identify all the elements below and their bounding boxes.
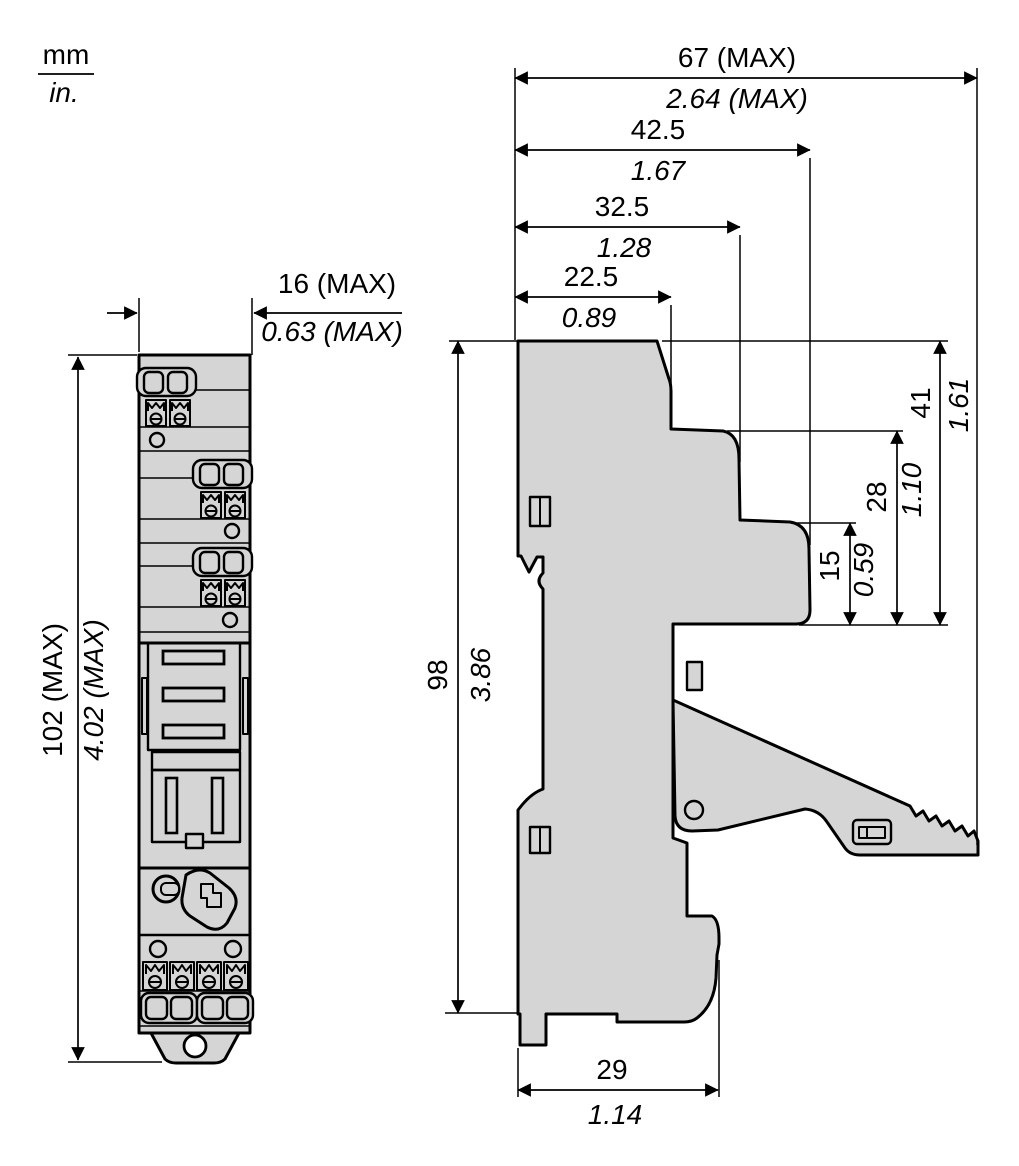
clamp-terminal <box>200 491 222 519</box>
dim-label-mm: 15 <box>814 550 845 581</box>
front-view <box>135 353 255 1065</box>
dim-base-width: 29 1.14 <box>517 1054 719 1130</box>
clamp-terminal <box>196 961 222 991</box>
dim-label-mm: 29 <box>596 1054 627 1085</box>
dim-28: 28 1.10 <box>861 430 927 626</box>
lock-lever-shape <box>180 868 238 931</box>
side-body <box>516 339 812 1047</box>
dim-side-height: 98 3.86 <box>422 340 496 1014</box>
relay-window <box>141 641 249 850</box>
lock-section <box>151 868 238 931</box>
units-legend: mm in. <box>38 39 94 108</box>
dim-label-mm: 16 (MAX) <box>278 268 396 299</box>
units-in-label: in. <box>49 77 79 108</box>
clamp-terminal <box>145 399 167 427</box>
dim-label-mm: 67 (MAX) <box>678 42 796 73</box>
dim-label-in: 3.86 <box>465 647 496 702</box>
dim-label-in: 0.89 <box>562 302 617 333</box>
label-slot <box>161 686 226 703</box>
dim-41: 41 1.61 <box>905 340 974 626</box>
lever-button <box>225 995 250 1021</box>
clamp-terminal <box>169 399 191 427</box>
dim-42-5: 42.5 1.67 <box>514 114 811 186</box>
keyhole-slot <box>160 882 180 896</box>
clamp-terminal <box>224 491 246 519</box>
lever-button <box>144 995 169 1021</box>
lever-button <box>200 995 225 1021</box>
dim-label-mm: 22.5 <box>564 261 619 292</box>
dim-label-mm: 102 (MAX) <box>37 623 68 757</box>
lever-button <box>222 550 245 575</box>
vertical-slot <box>164 776 179 835</box>
foot-hole <box>182 1033 208 1059</box>
bottom-terminals <box>139 939 255 1025</box>
latch-catch <box>685 660 704 692</box>
lever-pivot-hole <box>683 799 705 821</box>
dim-label-in: 4.02 (MAX) <box>78 619 109 761</box>
extension-lines <box>68 68 978 1097</box>
dim-label-in: 1.10 <box>896 462 927 517</box>
dim-label-in: 0.63 (MAX) <box>261 316 403 347</box>
side-ridge <box>242 677 249 735</box>
dim-label-mm: 32.5 <box>595 191 650 222</box>
dim-overall-width: 67 (MAX) 2.64 (MAX) <box>514 42 978 114</box>
clamp-terminal <box>169 961 195 991</box>
lever-button <box>222 462 245 487</box>
lock-lever-slot <box>200 883 222 908</box>
dim-label-mm: 98 <box>422 659 453 690</box>
vertical-slot <box>210 776 225 835</box>
dim-label-in: 1.67 <box>631 155 687 186</box>
dim-22-5: 22.5 0.89 <box>514 261 672 333</box>
dim-32-5: 32.5 1.28 <box>514 191 741 263</box>
terminal-group-1 <box>135 366 198 449</box>
mounting-foot <box>149 1031 241 1065</box>
dim-label-in: 1.61 <box>943 378 974 433</box>
label-slot <box>161 723 226 740</box>
clamp-terminal <box>200 579 222 607</box>
lever-button <box>198 550 221 575</box>
dim-front-height: 102 (MAX) 4.02 (MAX) <box>37 356 109 1061</box>
screw-hole <box>148 431 166 449</box>
dim-label-in: 0.59 <box>848 543 879 598</box>
clamp-terminal <box>142 961 168 991</box>
side-ridge <box>141 677 148 735</box>
din-clip-detail-lower <box>528 825 552 855</box>
dim-front-width: 16 (MAX) 0.63 (MAX) <box>107 268 403 347</box>
dim-label-in: 1.28 <box>597 232 652 263</box>
screw-hole <box>223 939 243 959</box>
lever-grip-hole <box>851 818 893 846</box>
side-view <box>516 339 980 1047</box>
units-mm-label: mm <box>43 39 90 70</box>
front-body <box>137 353 252 1035</box>
lever-button <box>198 462 221 487</box>
bottom-tab <box>184 832 205 850</box>
extraction-lever <box>671 698 980 857</box>
clamp-terminal <box>223 961 249 991</box>
lever-button <box>166 370 189 395</box>
din-clip-detail-upper <box>528 495 552 528</box>
screw-hole <box>148 939 168 959</box>
dim-label-mm: 42.5 <box>631 114 686 145</box>
lever-button <box>142 370 165 395</box>
lever-button <box>169 995 194 1021</box>
dim-label-in: 2.64 (MAX) <box>665 83 808 114</box>
terminal-group-2 <box>191 458 254 540</box>
screw-hole <box>223 522 241 540</box>
terminal-group-3 <box>191 546 254 629</box>
dim-15: 15 0.59 <box>814 522 879 626</box>
dim-label-in: 1.14 <box>588 1099 643 1130</box>
label-slot <box>161 649 226 666</box>
dim-label-mm: 28 <box>861 481 892 512</box>
screw-hole <box>221 611 239 629</box>
dim-label-mm: 41 <box>905 387 936 418</box>
clamp-terminal <box>224 579 246 607</box>
